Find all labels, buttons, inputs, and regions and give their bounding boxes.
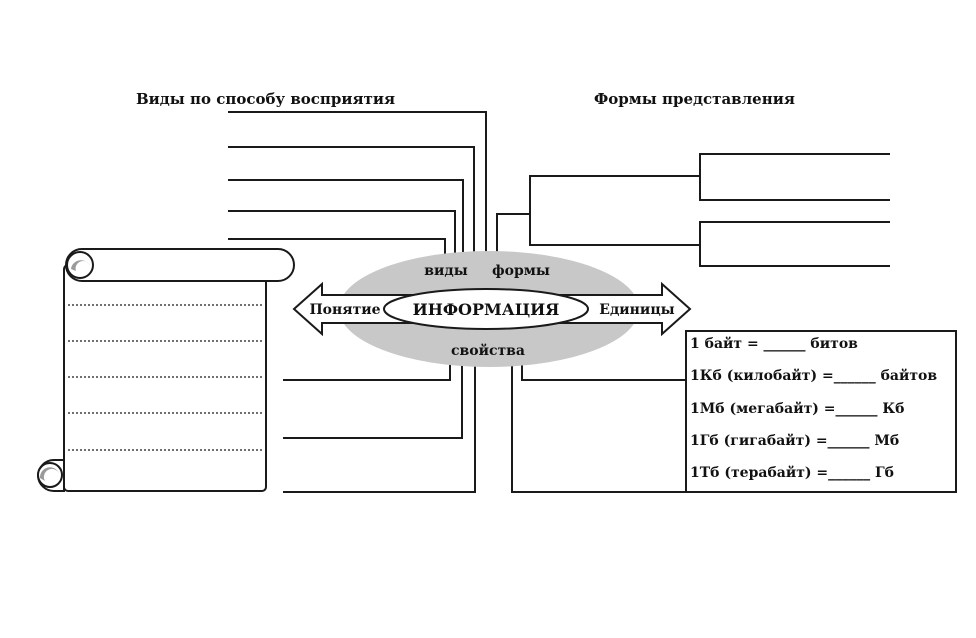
unit-row-gigabyte: 1Гб (гигабайт) =______ Мб <box>690 433 900 449</box>
forms-lower-split <box>699 221 890 267</box>
units-line-2 <box>511 365 686 493</box>
label-units: Единицы <box>599 302 674 318</box>
forms-trunk <box>496 175 532 258</box>
unit-row-kilobyte: 1Кб (килобайт) =______ байтов <box>690 368 938 384</box>
label-forms: формы <box>492 263 550 279</box>
label-concept: Понятие <box>309 302 380 318</box>
center-title: ИНФОРМАЦИЯ <box>413 300 560 319</box>
scroll-top-curl <box>66 251 94 279</box>
units-branches <box>511 365 686 493</box>
units-line-1 <box>521 365 686 381</box>
scroll-bottom-curl <box>37 462 63 488</box>
properties-branches <box>283 365 476 493</box>
scroll-body <box>63 264 267 492</box>
property-line-1[interactable] <box>283 365 451 381</box>
perception-line-4[interactable] <box>228 210 456 258</box>
units-box <box>685 330 957 493</box>
scroll-notes <box>36 248 295 493</box>
forms-branches <box>496 153 890 267</box>
unit-row-megabyte: 1Мб (мегабайт) =______ Кб <box>690 401 905 417</box>
header-representation-forms: Формы представления <box>594 90 795 108</box>
property-line-2[interactable] <box>283 365 463 439</box>
perception-line-5[interactable] <box>228 238 446 258</box>
perception-branches <box>228 111 487 258</box>
property-line-3[interactable] <box>283 365 476 493</box>
forms-split <box>529 176 700 246</box>
perception-line-2[interactable] <box>228 146 475 258</box>
perception-line-3[interactable] <box>228 179 464 258</box>
perception-line-1[interactable] <box>228 111 487 258</box>
header-perception-types: Виды по способу восприятия <box>136 90 396 108</box>
label-properties: свойства <box>451 342 525 359</box>
label-types: виды <box>424 263 467 279</box>
scroll-top-roll <box>65 248 295 282</box>
inner-ellipse <box>383 288 589 330</box>
unit-row-terabyte: 1Тб (терабайт) =______ Гб <box>690 465 895 481</box>
forms-upper-split <box>530 153 890 201</box>
unit-row-byte: 1 байт = ______ битов <box>690 336 858 352</box>
scroll-lines <box>68 304 262 451</box>
scroll-bottom-curl-shade <box>39 467 59 481</box>
scroll-top-curl-shade <box>71 260 90 271</box>
